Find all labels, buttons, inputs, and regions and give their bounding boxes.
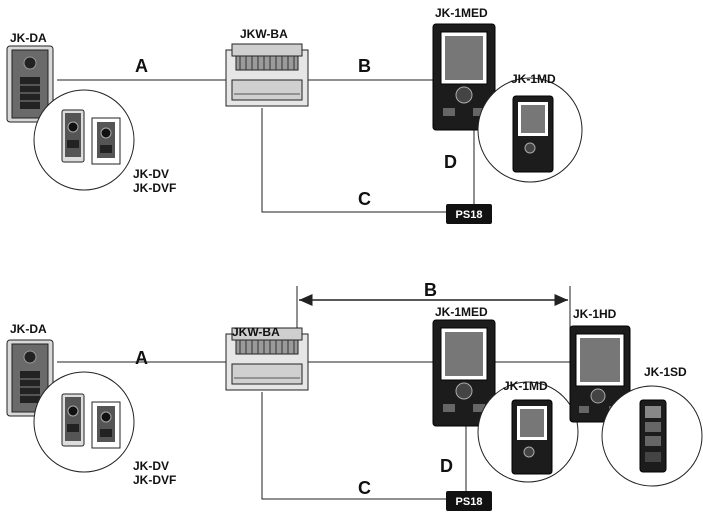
wire-label-b: B — [358, 56, 371, 76]
label-jk-1sd: JK-1SD — [644, 365, 687, 379]
label-jk-da-bottom: JK-DA — [10, 322, 47, 336]
wire-label-a-bottom: A — [135, 348, 148, 368]
wire-label-a: A — [135, 56, 148, 76]
label-jk-1md: JK-1MD — [511, 72, 556, 86]
label-jk-1med-bottom: JK-1MED — [435, 305, 488, 319]
sub-monitor-icon — [569, 325, 631, 423]
wire-label-d: D — [444, 152, 457, 172]
wire-c-line — [261, 108, 446, 213]
adaptor-icon — [225, 43, 309, 107]
jk-dvf-icon — [91, 117, 121, 165]
jk-1sd-icon — [639, 399, 667, 473]
master-monitor-icon — [432, 23, 496, 131]
label-jk-1med: JK-1MED — [435, 6, 488, 20]
ps18-box-bottom — [446, 491, 492, 511]
label-jk-dv-bottom: JK-DV — [133, 459, 169, 473]
label-jkw-ba-bottom: JKW-BA — [232, 325, 280, 339]
label-jk-da: JK-DA — [10, 31, 47, 45]
jk-1md-icon-bottom — [511, 399, 553, 475]
master-monitor-icon-bottom — [432, 319, 496, 427]
label-ps18: PS18 — [456, 209, 483, 221]
adaptor-icon-bottom — [225, 327, 309, 391]
wire-label-b-bottom: B — [424, 280, 437, 300]
label-jk-1md-bottom: JK-1MD — [503, 379, 548, 393]
bottom-diagram: JK-DA JK-DV JK-DVF JKW-BA — [6, 280, 703, 511]
jk-dv-icon-bottom — [61, 393, 85, 447]
jk-dvf-icon-bottom — [91, 401, 121, 449]
label-ps18-bottom: PS18 — [456, 496, 483, 508]
wire-label-c: C — [358, 189, 371, 209]
wire-c-line-bottom — [261, 392, 446, 500]
label-jkw-ba: JKW-BA — [240, 27, 288, 41]
wire-label-d-bottom: D — [440, 456, 453, 476]
jk-1md-icon — [512, 95, 554, 173]
wire-label-c-bottom: C — [358, 478, 371, 498]
label-jk-dv: JK-DV — [133, 167, 169, 181]
label-jk-dvf-bottom: JK-DVF — [133, 473, 176, 487]
ps18-box — [446, 204, 492, 224]
top-diagram: JK-DA JK-DV JK-DVF JKW-BA — [6, 6, 583, 224]
label-jk-1hd: JK-1HD — [573, 307, 617, 321]
jk-dv-icon — [61, 109, 85, 163]
label-jk-dvf: JK-DVF — [133, 181, 176, 195]
door-station-icon — [6, 45, 54, 123]
